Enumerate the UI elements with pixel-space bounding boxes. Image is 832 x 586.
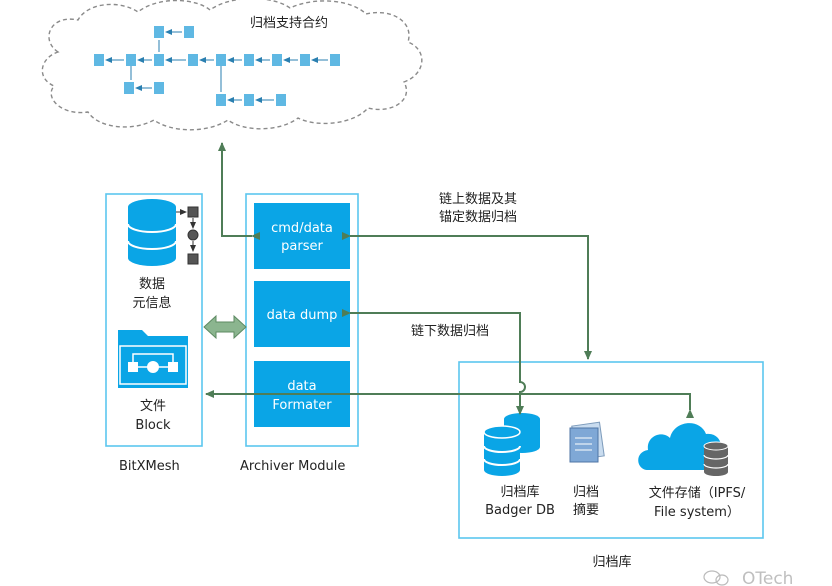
formater-label-2: Formater <box>272 398 332 413</box>
chain-block <box>154 54 164 66</box>
chain-block <box>216 54 226 66</box>
chain-block <box>272 54 282 66</box>
chain-block <box>154 82 164 94</box>
chain-block <box>300 54 310 66</box>
onchain-label-2: 锚定数据归档 <box>439 210 517 225</box>
contract-cloud: 归档支持合约 <box>41 0 423 131</box>
cloud-storage-icon <box>638 423 729 476</box>
metadata-label-1: 数据 <box>139 277 165 292</box>
bitxmesh-panel: 数据 元信息 文件 Block <box>105 193 203 447</box>
metadata-label-2: 元信息 <box>132 295 171 311</box>
chain-block <box>154 26 164 38</box>
parser-label-1: cmd/data <box>271 221 333 236</box>
contract-chain <box>94 26 340 106</box>
chain-block <box>330 54 340 66</box>
chain-block <box>126 54 136 66</box>
bitxmesh-caption: BitXMesh <box>119 459 180 474</box>
badger-label-2: Badger DB <box>485 503 555 518</box>
chain-links <box>105 29 328 103</box>
dump-block <box>254 281 350 347</box>
onchain-label-1: 链上数据及其 <box>439 192 517 207</box>
metadata-flow-icon <box>176 206 199 265</box>
chain-block <box>124 82 134 94</box>
flow-arrows <box>205 142 694 418</box>
formater-label-1: data <box>287 379 316 394</box>
offchain-label: 链下数据归档 <box>411 324 489 339</box>
wechat-icon <box>703 570 729 586</box>
watermark: OTech <box>703 569 793 586</box>
summary-label-2: 摘要 <box>573 502 599 518</box>
badger-label-1: 归档库 <box>500 484 539 500</box>
cloud-title: 归档支持合约 <box>250 16 328 31</box>
formater-output-arrow <box>205 390 694 418</box>
storage-label-2: File system） <box>654 505 740 520</box>
cloud-outline <box>41 0 423 131</box>
chain-block <box>216 94 226 106</box>
summary-document-icon <box>569 421 605 463</box>
onchain-archive-arrow <box>342 232 592 360</box>
archive-panel: 归档库 Badger DB 归档 摘要 文件存储（IPFS/ File syst… <box>458 361 764 539</box>
parser-block <box>254 203 350 269</box>
archiver-caption: Archiver Module <box>240 459 345 474</box>
database-icon <box>127 199 177 266</box>
chain-block <box>244 54 254 66</box>
parser-label-2: parser <box>281 239 323 254</box>
dump-label: data dump <box>267 308 338 323</box>
folder-block-icon <box>118 330 188 388</box>
file-label-2: Block <box>135 418 171 433</box>
watermark-text: OTech <box>742 569 793 586</box>
cloud-parser-arrow <box>218 142 260 240</box>
file-label-1: 文件 <box>140 399 166 414</box>
chain-block <box>244 94 254 106</box>
archive-caption: 归档库 <box>592 554 631 570</box>
archiver-module: cmd/data parser data dump data Formater <box>245 193 359 447</box>
bidirectional-arrow-icon <box>203 314 247 340</box>
chain-block <box>276 94 286 106</box>
summary-label-1: 归档 <box>573 485 599 500</box>
storage-label-1: 文件存储（IPFS/ <box>649 486 746 501</box>
chain-block <box>188 54 198 66</box>
chain-block <box>184 26 194 38</box>
chain-block <box>94 54 104 66</box>
